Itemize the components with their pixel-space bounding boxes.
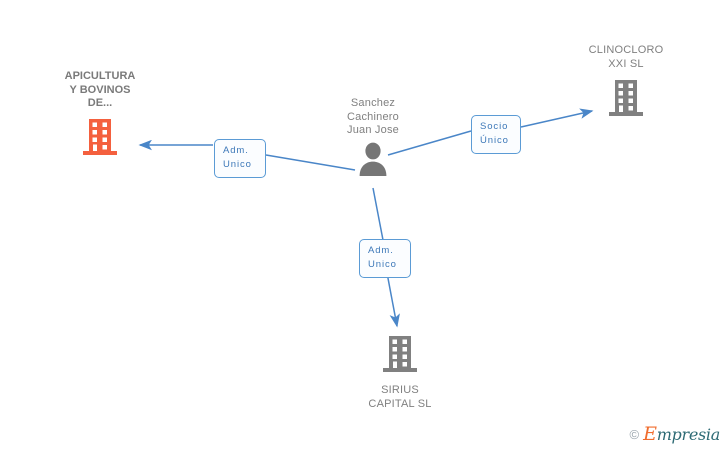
empresia-wordmark-lead: E: [643, 423, 657, 445]
edge-person-to-sirius: [372, 187, 400, 328]
copyright-icon: ©: [629, 427, 640, 442]
relation-label-socio-unico-clinocloro[interactable]: Socio Único: [471, 115, 521, 154]
building-icon: [44, 117, 156, 162]
node-sirius-label: SIRIUS CAPITAL SL: [368, 384, 432, 410]
edge-person-to-clinocloro: [387, 108, 594, 156]
empresia-wordmark: Empresia: [643, 425, 720, 444]
empresia-wordmark-rest: mpresia: [656, 425, 721, 444]
building-icon: [344, 334, 456, 379]
relation-label-adm-unico-apicultura[interactable]: Adm. Unico: [214, 139, 266, 178]
node-apicultura-label: APICULTURA Y BOVINOS DE...: [64, 70, 136, 109]
building-icon: [570, 78, 682, 123]
node-clinocloro-xxi-sl[interactable]: CLINOCLORO XXI SL: [570, 44, 682, 123]
edge-person-to-apicultura: [138, 139, 356, 171]
node-person-label: Sanchez Cachinero Juan Jose: [347, 97, 399, 136]
node-sirius-capital-sl[interactable]: SIRIUS CAPITAL SL: [344, 334, 456, 411]
node-person-sanchez-cachinero-juan-jose[interactable]: Sanchez Cachinero Juan Jose: [318, 97, 428, 181]
node-clinocloro-label: CLINOCLORO XXI SL: [588, 44, 664, 70]
relation-label-adm-unico-sirius[interactable]: Adm. Unico: [359, 239, 411, 278]
node-apicultura[interactable]: APICULTURA Y BOVINOS DE...: [44, 70, 156, 162]
empresia-watermark: © Empresia: [629, 425, 721, 444]
person-icon: [318, 142, 428, 181]
